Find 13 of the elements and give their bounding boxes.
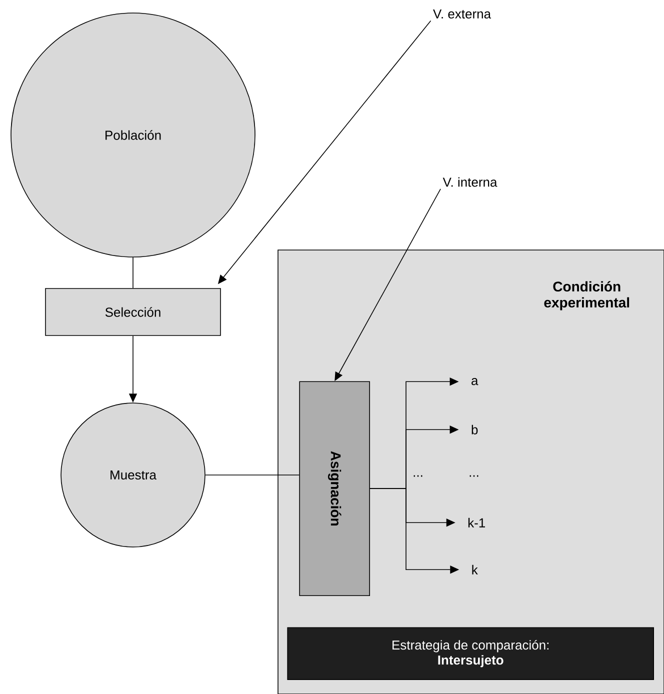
source-label: V. interna xyxy=(442,177,498,187)
source-label: V. externa xyxy=(433,9,492,19)
strategy-box: Estrategia de comparación: Intersujeto xyxy=(287,627,654,680)
condition-label: k-1 xyxy=(468,518,485,528)
assignment-box: Asignación xyxy=(299,381,370,596)
connector-line xyxy=(132,257,134,288)
connector-line xyxy=(205,474,300,476)
process-box: Selección xyxy=(45,288,221,336)
ellipsis-label: ... xyxy=(414,475,422,477)
ellipsis-label: ... xyxy=(470,475,478,477)
condition-label: k xyxy=(472,564,478,574)
condition-label: b xyxy=(472,424,478,434)
condition-label: a xyxy=(472,378,478,386)
